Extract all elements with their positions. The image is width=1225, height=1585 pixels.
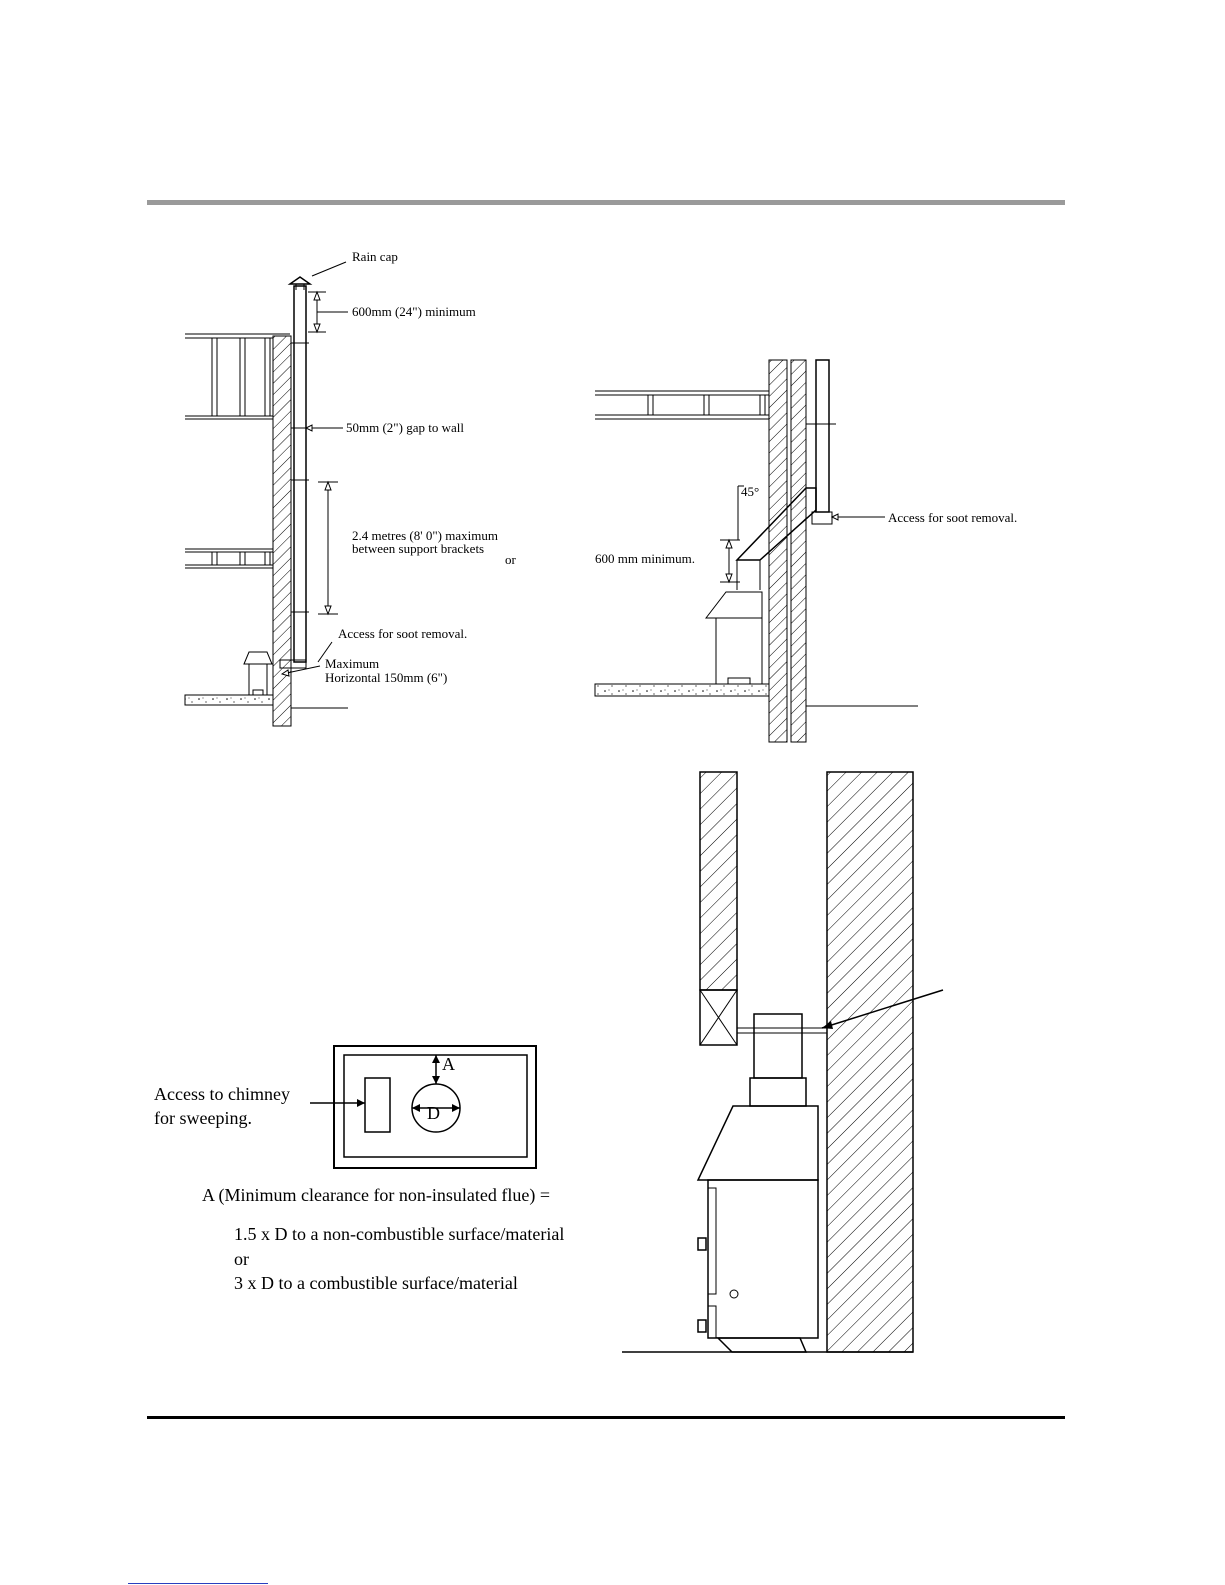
figure-plan-clearance: A D Access to chimney for sweeping. A (M… <box>154 1045 564 1293</box>
lintel <box>699 989 738 1046</box>
dim-min-height <box>308 290 348 334</box>
label-gap-to-wall: 50mm (2") gap to wall <box>346 420 464 435</box>
external-flue-2 <box>815 359 830 513</box>
marker-a: A <box>442 1054 455 1074</box>
flue-pipe-upper <box>753 1013 803 1079</box>
label-access-chimney-1: Access to chimney <box>154 1084 290 1104</box>
chimney-outer <box>333 1045 537 1169</box>
floor-2 <box>594 683 770 697</box>
ceiling-joist <box>595 390 769 420</box>
dim-bracket-spacing <box>318 480 338 616</box>
label-access-chimney-2: for sweeping. <box>154 1108 252 1128</box>
angled-flue-section <box>735 487 817 561</box>
label-bracket-line1: 2.4 metres (8' 0") maximum <box>352 528 498 543</box>
footer-rule <box>147 1416 1065 1419</box>
ground-floor <box>184 694 274 706</box>
label-maximum: Maximum <box>325 656 379 671</box>
figure-external-flue: Rain cap 600mm (24") minimum 50mm (2") g… <box>184 249 517 727</box>
stove-small <box>243 651 273 696</box>
clearance-rule-1: 1.5 x D to a non-combustible surface/mat… <box>234 1224 564 1244</box>
dim-600-minimum <box>720 538 740 584</box>
chimney-wall-right <box>826 771 914 1353</box>
header-rule <box>147 200 1065 205</box>
sweeping-access-door <box>364 1077 391 1133</box>
chimney-breast-left <box>699 771 738 991</box>
outer-wall-leaf <box>790 359 807 743</box>
marker-d: D <box>427 1103 440 1123</box>
label-45-degree: 45° <box>741 484 759 499</box>
upper-floor-framing <box>185 333 290 420</box>
middle-floor <box>185 548 273 569</box>
clearance-rule-2: 3 x D to a combustible surface/material <box>234 1273 518 1293</box>
label-min-height: 600mm (24") minimum <box>352 304 476 319</box>
figure-through-wall-flue: 45° 600 mm minimum. Access for soot remo… <box>594 359 1017 743</box>
footer-link-underline <box>128 1583 268 1584</box>
label-or: or <box>505 552 517 567</box>
inner-wall-leaf <box>768 359 788 743</box>
clearance-rule-or: or <box>234 1249 249 1269</box>
soot-access-cap <box>811 511 833 525</box>
figure-chimney-elevation <box>622 771 944 1353</box>
house-wall <box>272 335 292 727</box>
flue-pipe-collar <box>749 1077 807 1107</box>
label-max-horizontal: Horizontal 150mm (6") <box>325 670 447 685</box>
stove-medium <box>704 591 763 685</box>
label-rain-cap: Rain cap <box>352 249 398 264</box>
label-access-soot-2: Access for soot removal. <box>888 510 1017 525</box>
label-600mm-minimum: 600 mm minimum. <box>595 551 695 566</box>
label-bracket-line2: between support brackets <box>352 541 484 556</box>
clearance-title: A (Minimum clearance for non-insulated f… <box>202 1185 550 1206</box>
stove-large <box>696 1105 819 1353</box>
register-plate <box>736 1027 828 1034</box>
label-access-soot-1: Access for soot removal. <box>338 626 467 641</box>
